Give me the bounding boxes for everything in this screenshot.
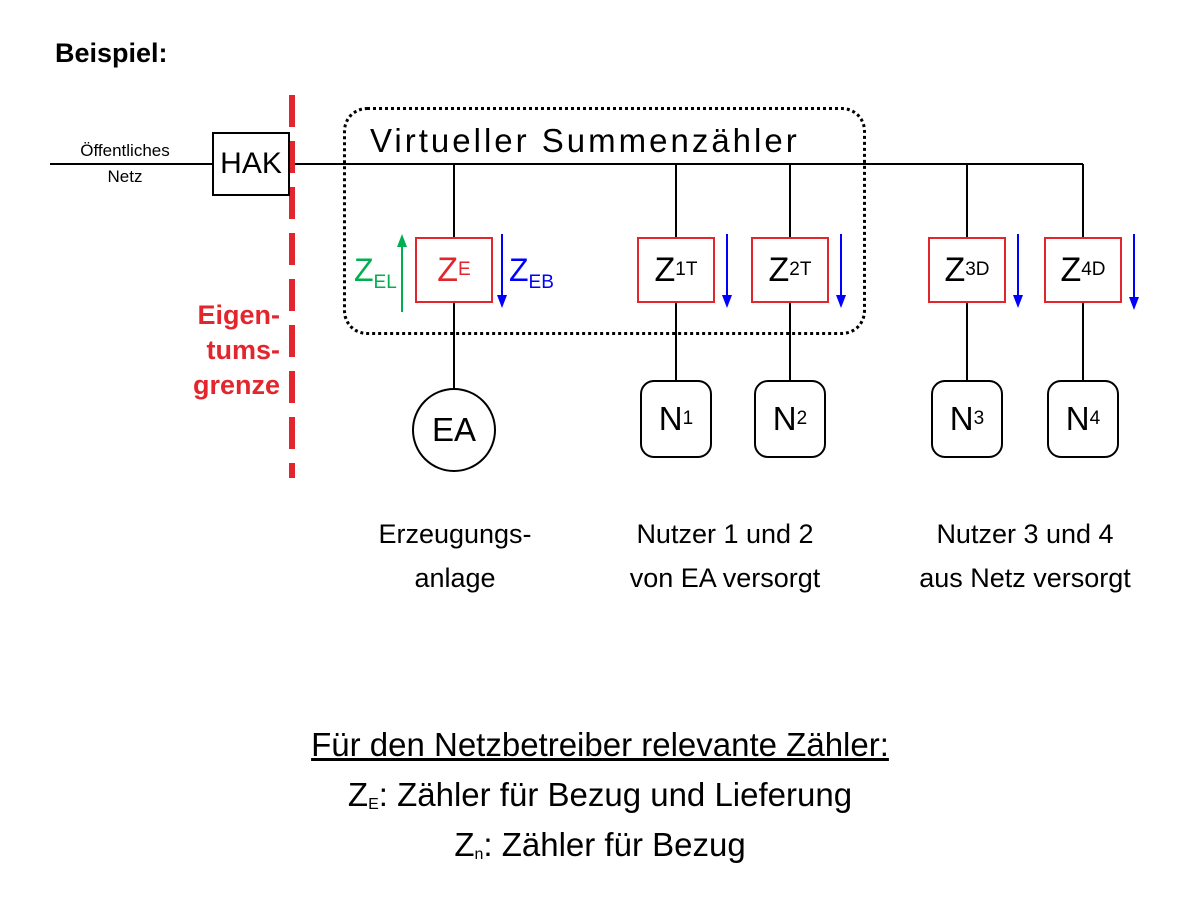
legend-title: Für den Netzbetreiber relevante Zähler: — [311, 726, 889, 763]
arrow-up-green — [397, 234, 407, 312]
meter-z2t-sub: 2T — [789, 259, 812, 280]
meter-z3d-main: Z — [944, 250, 966, 289]
flow-label-zel: ZEL — [354, 252, 397, 294]
load-n2-main: N — [772, 400, 797, 437]
legend-ze-text: : Zähler für Bezug und Lieferung — [378, 776, 853, 813]
public-network-label-1: Öffentliches — [80, 141, 170, 160]
legend-ze-line: ZE: Zähler für Bezug und Lieferung — [200, 776, 1000, 814]
meter-z1t-sub: 1T — [675, 259, 698, 280]
caption-users12-line2: von EA versorgt — [629, 563, 821, 593]
arrow-down-zeb — [497, 234, 507, 308]
arrow-down-z2t — [836, 234, 846, 308]
caption-users12-line1: Nutzer 1 und 2 — [636, 519, 814, 549]
legend-ze-sub: E — [368, 796, 379, 813]
flow-zeb-main: Z — [509, 252, 529, 288]
meter-ze-main: Z — [437, 250, 459, 289]
load-n3-sub: 3 — [973, 408, 985, 429]
load-n3-main: N — [949, 400, 974, 437]
meter-z1t-main: Z — [654, 250, 676, 289]
legend-ze-symbol: Z — [347, 776, 369, 813]
arrow-down-z1t — [722, 234, 732, 308]
legend-zn-line: Zn: Zähler für Bezug — [200, 826, 1000, 864]
hak-box: HAK — [212, 132, 290, 196]
meter-z3d-sub: 3D — [965, 259, 990, 280]
public-network-label-2: Netz — [107, 167, 143, 186]
load-n4-main: N — [1065, 400, 1090, 437]
load-n1-main: N — [658, 400, 683, 437]
meter-ze-sub: E — [458, 259, 471, 280]
caption-generator-line2: anlage — [414, 563, 496, 593]
caption-users-3-4: Nutzer 3 und 4 aus Netz versorgt — [895, 512, 1155, 600]
flow-label-zeb: ZEB — [509, 252, 554, 294]
caption-generator: Erzeugungs- anlage — [340, 512, 570, 600]
flow-zel-main: Z — [354, 252, 374, 288]
legend-zn-sub: n — [474, 846, 484, 863]
meter-z4d-main: Z — [1060, 250, 1082, 289]
legend-zn-symbol: Z — [454, 826, 475, 863]
property-boundary-line2: tums- — [206, 335, 281, 365]
caption-users-1-2: Nutzer 1 und 2 von EA versorgt — [605, 512, 845, 600]
caption-users34-line1: Nutzer 3 und 4 — [936, 519, 1114, 549]
property-boundary-label: Eigen- tums- grenze — [176, 298, 280, 403]
virtual-meter-title: Virtueller Summenzähler — [366, 122, 804, 160]
example-heading: Beispiel: — [55, 38, 168, 68]
generator-ea-circle: EA — [412, 388, 496, 472]
flow-zeb-sub: EB — [528, 272, 554, 293]
caption-users34-line2: aus Netz versorgt — [919, 563, 1131, 593]
load-n4-sub: 4 — [1089, 408, 1101, 429]
load-n1-sub: 1 — [682, 408, 694, 429]
load-n2-sub: 2 — [796, 408, 808, 429]
caption-generator-line1: Erzeugungs- — [378, 519, 532, 549]
property-boundary-line3: grenze — [192, 370, 280, 400]
flow-zel-sub: EL — [373, 272, 397, 293]
legend-zn-text: : Zähler für Bezug — [483, 826, 746, 863]
meter-z4d-sub: 4D — [1081, 259, 1106, 280]
property-boundary-line1: Eigen- — [197, 300, 280, 330]
meter-z2t-main: Z — [768, 250, 790, 289]
arrow-down-z3d — [1013, 234, 1023, 308]
virtual-meter-boundary — [343, 107, 866, 335]
arrow-down-z4d — [1129, 234, 1139, 310]
